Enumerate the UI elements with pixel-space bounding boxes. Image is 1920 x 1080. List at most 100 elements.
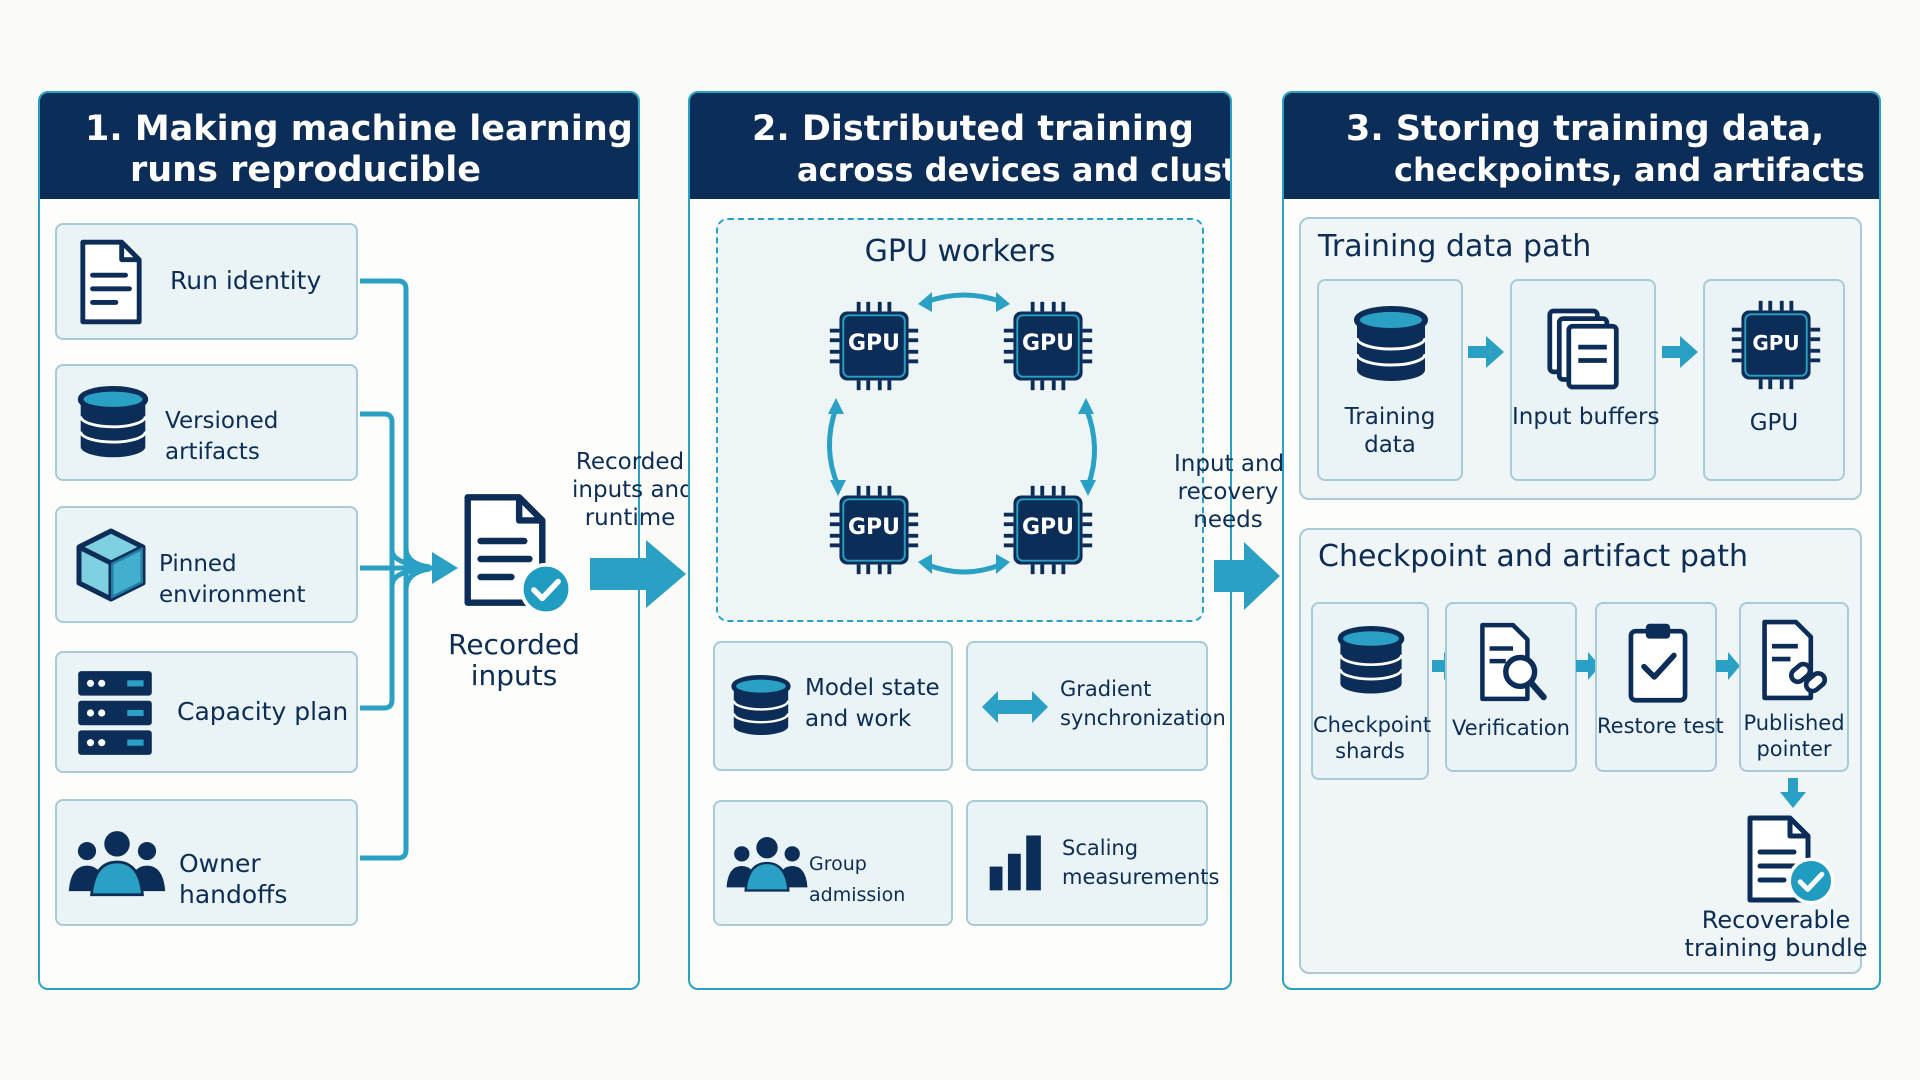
arrow-right-icon <box>1716 652 1740 680</box>
pinned-environment-label: Pinned environment <box>159 551 306 608</box>
capacity-plan-card: Capacity plan <box>55 651 358 773</box>
check-icon <box>1786 856 1836 906</box>
document-search-icon <box>1477 620 1549 704</box>
input-buffers-step: Input buffers <box>1510 279 1660 481</box>
gpu-label: GPU <box>847 515 901 540</box>
panel-title-line-1: Storing training data, <box>1395 109 1825 149</box>
restore-test-step: Restore test <box>1595 602 1724 772</box>
gradient-sync-line-1: Gradient <box>1060 677 1152 701</box>
panel-title-line-2: checkpoints, and artifacts <box>1394 151 1865 189</box>
arrow-right-icon <box>590 540 686 608</box>
training-data-line-2: data <box>1364 432 1416 458</box>
gpu-cluster <box>827 292 1097 575</box>
panel-title-line-2: runs reproducible <box>130 150 481 190</box>
double-arrow-icon <box>982 691 1048 723</box>
gpu-worker-4: GPU <box>1000 482 1096 578</box>
panel-header: 2. Distributed training across devices a… <box>690 93 1230 199</box>
training-data-label: Training data <box>1319 403 1461 459</box>
gpu-chip: GPU <box>1728 297 1824 393</box>
model-state-card: Model state and work <box>713 641 953 771</box>
gpu-worker-2: GPU <box>1000 298 1096 394</box>
owner-handoffs-label: Owner handoffs <box>179 849 288 909</box>
gradient-sync-card: Gradient synchronization <box>966 641 1226 771</box>
gpu-workers-title: GPU workers <box>864 234 1056 269</box>
people-icon <box>725 832 809 894</box>
panel-title-line-1: Distributed training <box>801 109 1194 149</box>
model-state-line-1: Model state <box>805 675 940 701</box>
arrow-right-icon <box>1662 336 1698 368</box>
training-data-line-1: Training <box>1344 404 1436 430</box>
run-identity-label: Run identity <box>170 266 322 295</box>
panel-header: 3. Storing training data, checkpoints, a… <box>1284 93 1879 199</box>
bundle-line-1: Recoverable <box>1701 906 1851 934</box>
input-buffers-line-1: Input buffers <box>1512 404 1660 430</box>
checkpoint-shards-step: Checkpoint shards <box>1311 602 1432 780</box>
panel-title-line-1: Making machine learning <box>134 109 633 149</box>
arrow1-line-2: inputs and <box>572 477 694 503</box>
group-admission-card: Group admission <box>713 800 953 926</box>
recorded-inputs-label: Recorded inputs <box>436 629 592 691</box>
arrow2-line-3: needs <box>1193 507 1263 533</box>
document-link-icon <box>1759 618 1833 702</box>
published-pointer-line-2: pointer <box>1756 737 1832 761</box>
gpu-step-line-1: GPU <box>1749 410 1799 436</box>
recorded-inputs-line-1: Recorded <box>448 628 580 661</box>
gpu-label: GPU <box>1021 515 1075 540</box>
clipboard-check-icon <box>1625 620 1691 704</box>
checkpoint-shards-line-1: Checkpoint <box>1313 713 1432 737</box>
bundle-line-2: training bundle <box>1684 934 1868 962</box>
input-buffers-label: Input buffers <box>1512 403 1660 431</box>
bar-chart-icon <box>986 826 1050 898</box>
versioned-artifacts-card: Versioned artifacts <box>55 364 358 481</box>
gpu-workers-box <box>716 218 1204 622</box>
restore-test-line-1: Restore test <box>1597 714 1724 738</box>
recoverable-bundle-label: Recoverable training bundle <box>1678 906 1874 962</box>
pinned-environment-card: Pinned environment <box>55 506 358 623</box>
panel-number: 2. <box>752 109 790 149</box>
restore-test-label: Restore test <box>1597 712 1724 740</box>
database-icon <box>1351 303 1431 389</box>
arrow2-line-2: recovery <box>1177 479 1279 505</box>
arrow-right-icon <box>1576 652 1600 680</box>
arrow2-label: Input and recovery needs <box>1174 450 1285 534</box>
panel-title-line-2: across devices and clusters <box>797 151 1230 189</box>
gpu-worker-1: GPU <box>826 298 922 394</box>
checkpoint-path-title: Checkpoint and artifact path <box>1318 539 1749 574</box>
published-pointer-label: Published pointer <box>1741 710 1847 762</box>
check-icon <box>518 561 574 617</box>
recorded-inputs-line-2: inputs <box>470 659 558 692</box>
gradient-sync-label: Gradient synchronization <box>1060 675 1226 733</box>
scaling-measurements-label: Scaling measurements <box>1062 834 1219 892</box>
model-state-label: Model state and work <box>805 673 940 735</box>
scaling-measurements-card: Scaling measurements <box>966 800 1219 926</box>
arrow1-label: Recorded inputs and runtime <box>572 448 694 532</box>
gpu-worker-3: GPU <box>826 482 922 578</box>
gpu-chip-label: GPU <box>1752 331 1800 355</box>
checkpoint-shards-line-2: shards <box>1335 739 1405 763</box>
training-path-title: Training data path <box>1318 229 1592 264</box>
verification-step: Verification <box>1445 602 1577 772</box>
scaling-line-1: Scaling <box>1062 836 1139 860</box>
verification-line-1: Verification <box>1452 716 1570 740</box>
verification-label: Verification <box>1447 714 1575 742</box>
documents-stack-icon <box>1546 307 1622 393</box>
gpu-step-label: GPU <box>1705 409 1843 437</box>
gpu-label: GPU <box>847 331 901 356</box>
arrow1-line-3: runtime <box>584 505 676 531</box>
arrow2-line-1: Input and <box>1174 451 1285 477</box>
published-pointer-line-1: Published <box>1743 711 1845 735</box>
arrow-down-icon <box>1780 778 1806 808</box>
capacity-plan-label: Capacity plan <box>177 697 349 726</box>
run-identity-card: Run identity <box>55 223 358 340</box>
model-state-line-2: and work <box>805 706 912 732</box>
database-icon <box>729 667 793 747</box>
checkpoint-shards-label: Checkpoint shards <box>1313 712 1432 764</box>
panel-number: 1. <box>85 109 123 149</box>
versioned-artifacts-label: Versioned artifacts <box>165 408 279 465</box>
group-admission-label: Group admission <box>809 853 906 906</box>
arrow-right-icon <box>1214 542 1280 610</box>
gpu-step: GPU GPU <box>1703 279 1845 481</box>
gradient-sync-line-2: synchronization <box>1060 706 1226 730</box>
owner-handoffs-card: Owner handoffs <box>55 799 358 926</box>
